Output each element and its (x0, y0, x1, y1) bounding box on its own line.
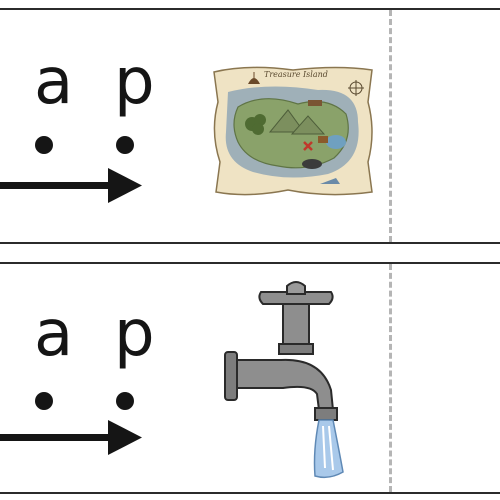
dashed-divider (389, 10, 392, 242)
blend-arrow-icon (0, 168, 142, 203)
word-card-2: a p (0, 262, 500, 494)
blend-arrow-icon (0, 420, 142, 455)
dashed-divider (389, 264, 392, 492)
letter-p: p (114, 297, 155, 371)
sound-dot-p (116, 392, 134, 410)
water-tap-icon (224, 281, 344, 479)
sound-dot-a (35, 136, 53, 154)
letter-a: a (34, 297, 74, 371)
sound-dot-a (35, 392, 53, 410)
map-title: Treasure Island (264, 70, 328, 79)
treasure-map-icon (213, 66, 373, 196)
letter-a: a (34, 45, 74, 119)
sound-dot-p (116, 136, 134, 154)
word-card-1: a p Treasure Island (0, 8, 500, 244)
letter-p: p (114, 45, 155, 119)
